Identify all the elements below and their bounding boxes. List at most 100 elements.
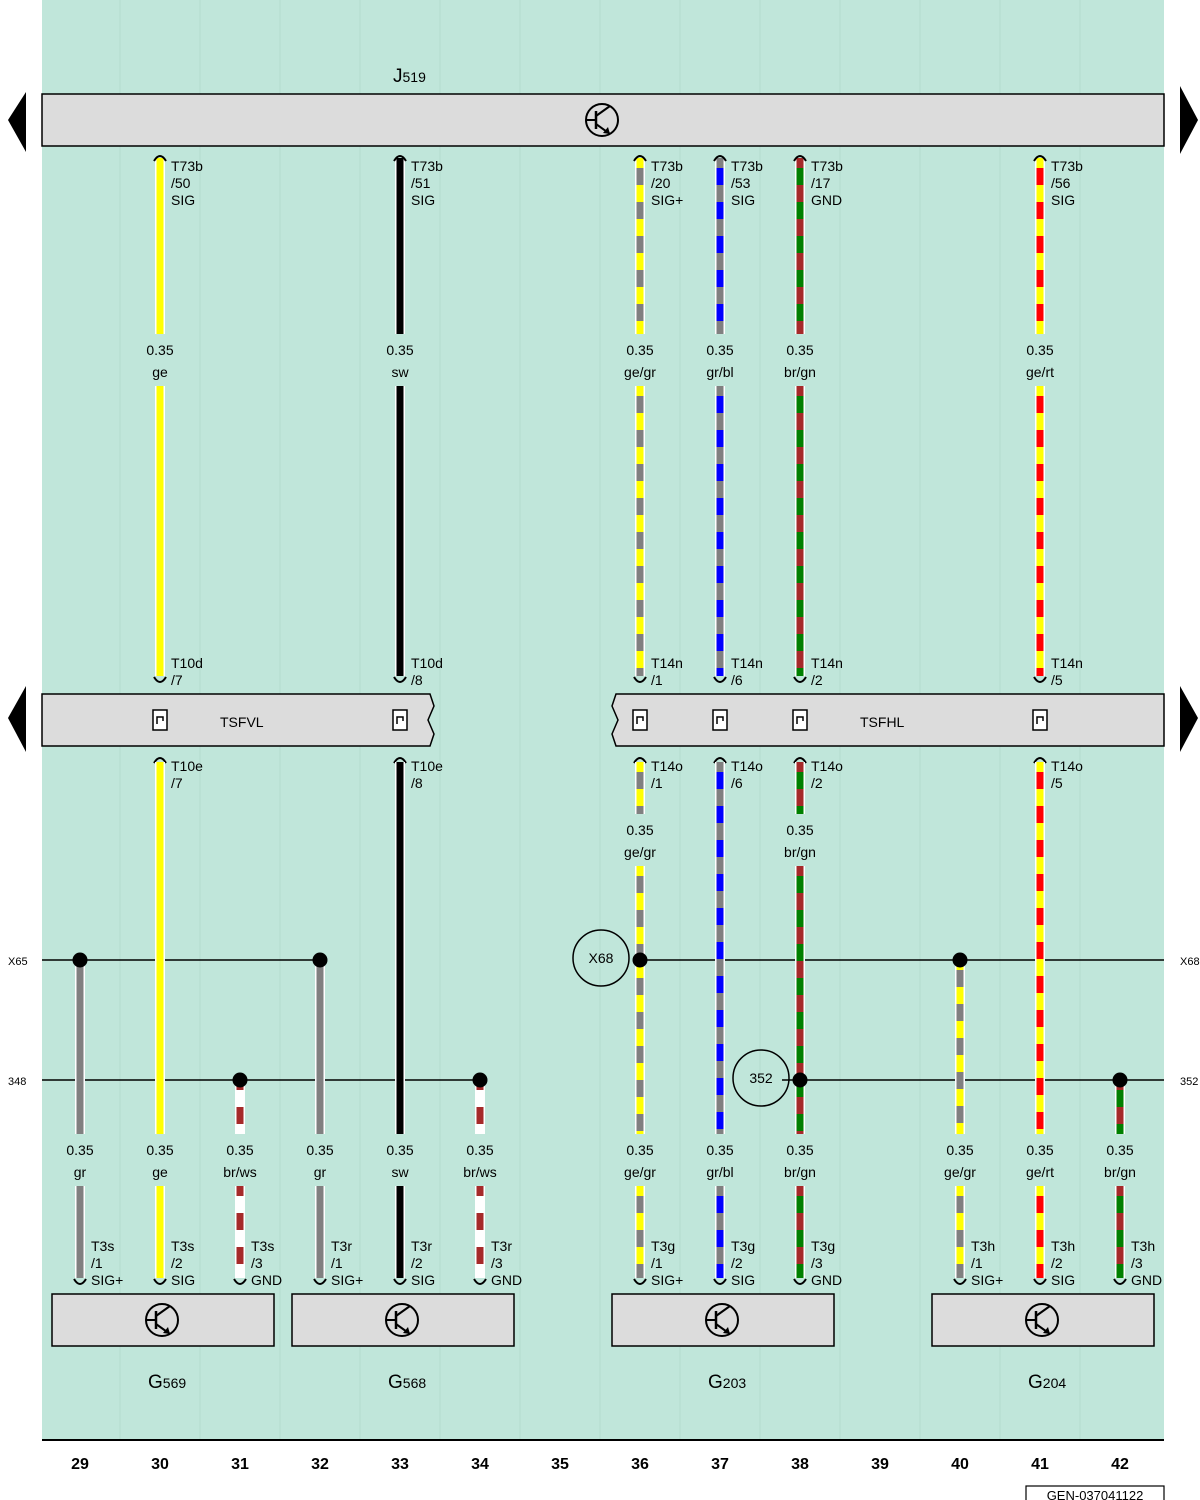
wire-color: br/gn (784, 844, 816, 860)
control-unit-bar (41, 93, 1165, 147)
wire-size: 0.35 (786, 1142, 813, 1158)
doc-id: GEN-037041122 (1047, 1488, 1144, 1500)
wire-segment (635, 762, 645, 814)
wire-size: 0.35 (306, 1142, 333, 1158)
connector-signal: SIG+ (91, 1272, 123, 1288)
component-label: G204 (1028, 1372, 1066, 1393)
wire-segment (795, 762, 805, 814)
connector-id: T3s (251, 1238, 274, 1254)
pin-icon (793, 1278, 807, 1285)
ground-label-x68: X68 (1180, 956, 1200, 968)
wire-col-41: T73b/56SIG0.35ge/rtT14n/5T14o/50.35ge/rt… (1026, 155, 1083, 1288)
connector-pin: /8 (411, 775, 423, 791)
connector-pin: /3 (491, 1255, 503, 1271)
wire-segment (1115, 1080, 1125, 1134)
connector-id: T73b (811, 158, 843, 174)
wire-segment (715, 1186, 725, 1278)
component-G204: G204 (931, 1293, 1155, 1393)
transistor-icon (585, 103, 619, 137)
component-G569: G569 (51, 1293, 275, 1393)
connector-signal: SIG (171, 192, 195, 208)
wire-segment (795, 158, 805, 334)
wire-size: 0.35 (66, 1142, 93, 1158)
wire-color: sw (391, 364, 409, 380)
node-label-352: 352 (749, 1070, 773, 1086)
connector-pin: /1 (651, 775, 663, 791)
wire-size: 0.35 (626, 1142, 653, 1158)
page-right-arrow-mid[interactable] (1180, 686, 1198, 752)
connector-pin: /1 (971, 1255, 983, 1271)
wire-segment (395, 158, 405, 334)
wire-size: 0.35 (1106, 1142, 1133, 1158)
wire-segment (155, 386, 165, 676)
connector-id: T73b (731, 158, 763, 174)
junction-dot (792, 1072, 808, 1088)
page-right-arrow-top[interactable] (1180, 86, 1198, 154)
transistor-icon (385, 1303, 419, 1337)
wire-segment (155, 1186, 165, 1278)
control-unit-label: J519 (393, 66, 426, 87)
wire-color: sw (391, 1164, 409, 1180)
wire-size: 0.35 (1026, 342, 1053, 358)
connector-id: T10d (411, 655, 443, 671)
page-left-arrow-top[interactable] (8, 92, 26, 152)
pin-icon (313, 1278, 327, 1285)
transistor-icon (145, 1303, 179, 1337)
wire-size: 0.35 (146, 342, 173, 358)
component-label: G568 (388, 1372, 426, 1393)
connector-id: T3s (171, 1238, 194, 1254)
component-label: G569 (148, 1372, 186, 1393)
column-number: 34 (471, 1456, 489, 1473)
pin-icon (1033, 155, 1047, 162)
connector-signal: SIG (731, 1272, 755, 1288)
connector-pin: /2 (1051, 1255, 1063, 1271)
wire-segment (315, 960, 325, 1134)
wire-col-37: T73b/53SIG0.35gr/blT14n/6T14o/60.35gr/bl… (706, 155, 763, 1288)
wire-color: br/gn (1104, 1164, 1136, 1180)
connector-bar-tsfhl (611, 693, 1165, 747)
wire-color: ge/gr (624, 364, 656, 380)
pin-icon (633, 676, 647, 683)
wire-color: br/ws (223, 1164, 256, 1180)
connector-signal: GND (811, 192, 842, 208)
node-circle-x68 (572, 929, 630, 987)
wire-segment (1115, 1186, 1125, 1278)
wire-col-36: T73b/20SIG+0.35ge/grT14n/1T14o/10.35ge/g… (624, 155, 683, 1288)
connector-id: T14n (811, 655, 843, 671)
connector-id: T3s (91, 1238, 114, 1254)
connector-id: T73b (1051, 158, 1083, 174)
wire-segment (155, 762, 165, 1134)
connector-signal: SIG (1051, 192, 1075, 208)
connector-pin-icon (392, 709, 408, 731)
pin-icon (153, 757, 167, 764)
wire-segment (1035, 158, 1045, 334)
connector-signal: GND (811, 1272, 842, 1288)
connector-bar-tsfvl (41, 693, 435, 747)
connector-pin: /2 (171, 1255, 183, 1271)
wire-size: 0.35 (706, 1142, 733, 1158)
connector-id: T14o (651, 758, 683, 774)
connector-pin: /1 (651, 1255, 663, 1271)
pin-icon (153, 155, 167, 162)
connector-signal: GND (491, 1272, 522, 1288)
column-number: 33 (391, 1456, 409, 1473)
wire-segment (955, 960, 965, 1134)
connector-id: T14o (731, 758, 763, 774)
connector-signal: SIG+ (971, 1272, 1003, 1288)
page-left-arrow-mid[interactable] (8, 686, 26, 752)
junction-dot (472, 1072, 488, 1088)
connector-id: T14n (731, 655, 763, 671)
pin-icon (393, 757, 407, 764)
wire-size: 0.35 (706, 342, 733, 358)
connector-signal: SIG (171, 1272, 195, 1288)
column-number: 42 (1111, 1456, 1129, 1473)
connector-pin: /3 (251, 1255, 263, 1271)
wire-segment (475, 1186, 485, 1278)
junction-dot (232, 1072, 248, 1088)
wire-segment (795, 866, 805, 1134)
wire-segment (635, 386, 645, 676)
wire-color: ge (152, 1164, 168, 1180)
connector-pin: /51 (411, 175, 431, 191)
